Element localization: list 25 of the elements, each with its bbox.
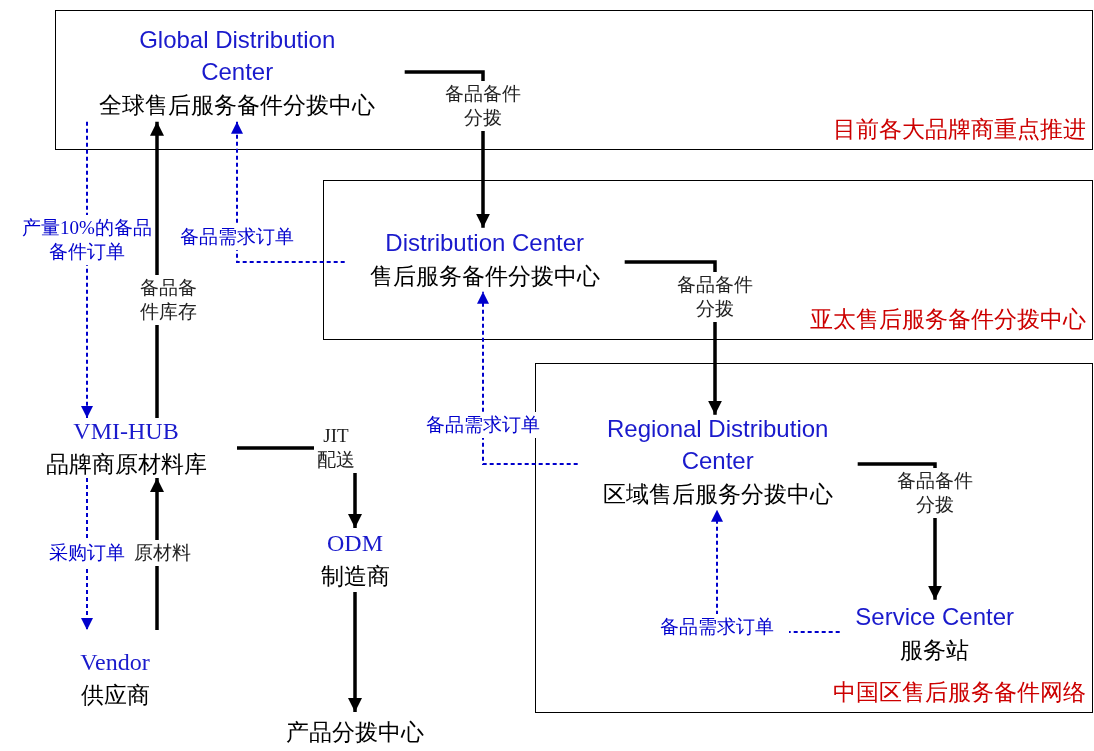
arrow — [477, 290, 579, 465]
region-title: 目前各大品牌商重点推进 — [833, 115, 1086, 144]
region-box — [323, 180, 1093, 340]
english-name: VMI-HUB — [73, 417, 179, 446]
english-name: Vendor — [80, 648, 150, 677]
chinese-name: 售后服务备件分拨中心 — [369, 261, 600, 291]
region-box — [55, 10, 1093, 150]
english-name: Global Distribution Center — [138, 25, 337, 88]
chinese-name: 产品分拨中心 — [286, 717, 424, 747]
chinese-name: 供应商 — [80, 681, 150, 710]
chinese-name: 制造商 — [320, 562, 390, 591]
region-title: 中国区售后服务备件网络 — [833, 678, 1086, 707]
english-name: ODM — [327, 529, 383, 558]
english-name: Service Center — [855, 601, 1015, 632]
chinese-name: 全球售后服务备件分拨中心 — [99, 91, 376, 121]
arrow — [231, 120, 346, 263]
chinese-name: 服务站 — [900, 635, 970, 665]
arrow — [348, 592, 362, 712]
edge-label: 产量10%的备品备件订单 — [20, 215, 154, 265]
chinese-name: 区域售后服务分拨中心 — [602, 480, 833, 510]
region-title: 亚太售后服务备件分拨中心 — [810, 305, 1086, 334]
english-name: Distribution Center — [385, 227, 585, 258]
arrow — [81, 477, 93, 631]
chinese-name: 品牌商原材料库 — [45, 450, 207, 479]
english-name: Regional Distribution Center — [605, 414, 830, 477]
